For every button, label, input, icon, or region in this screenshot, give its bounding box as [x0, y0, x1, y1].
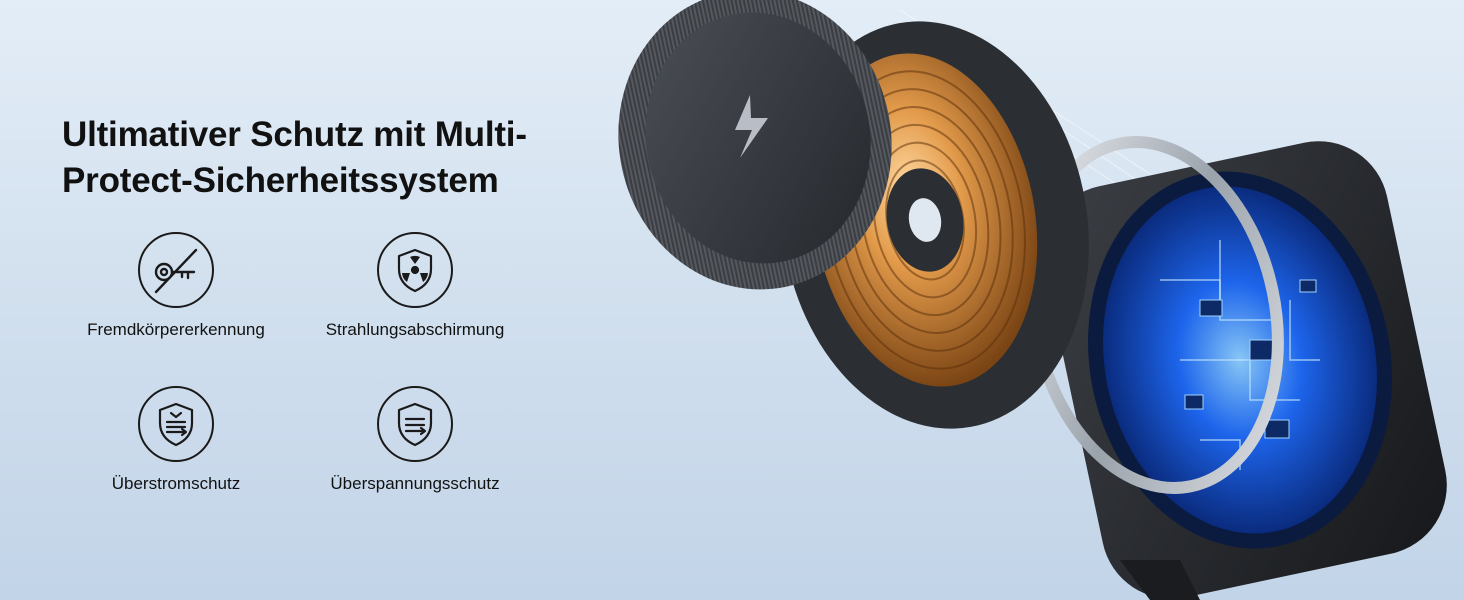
feature-label: Strahlungsabschirmung [325, 320, 505, 339]
feature-label: Überspannungsschutz [330, 474, 500, 493]
feature-foreign-object-detection: Fremdkörpererkennung [56, 232, 296, 340]
current-shield-icon [138, 386, 214, 462]
feature-overcurrent-protection: Überstromschutz [56, 386, 296, 494]
charging-pad [618, 0, 892, 290]
feature-label: Fremdkörpererkennung [87, 320, 265, 339]
feature-overvoltage-protection: Überspannungsschutz [295, 386, 535, 494]
key-forbidden-icon [138, 232, 214, 308]
charger-base [1043, 141, 1447, 600]
charger-exploded-view [618, 0, 1447, 600]
voltage-shield-icon [377, 386, 453, 462]
lightning-icon [735, 95, 768, 158]
radiation-shield-icon [377, 232, 453, 308]
feature-label: Überstromschutz [111, 474, 241, 493]
feature-radiation-shielding: Strahlungsabschirmung [295, 232, 535, 340]
headline: Ultimativer Schutz mit Multi-Protect-Sic… [62, 115, 527, 200]
